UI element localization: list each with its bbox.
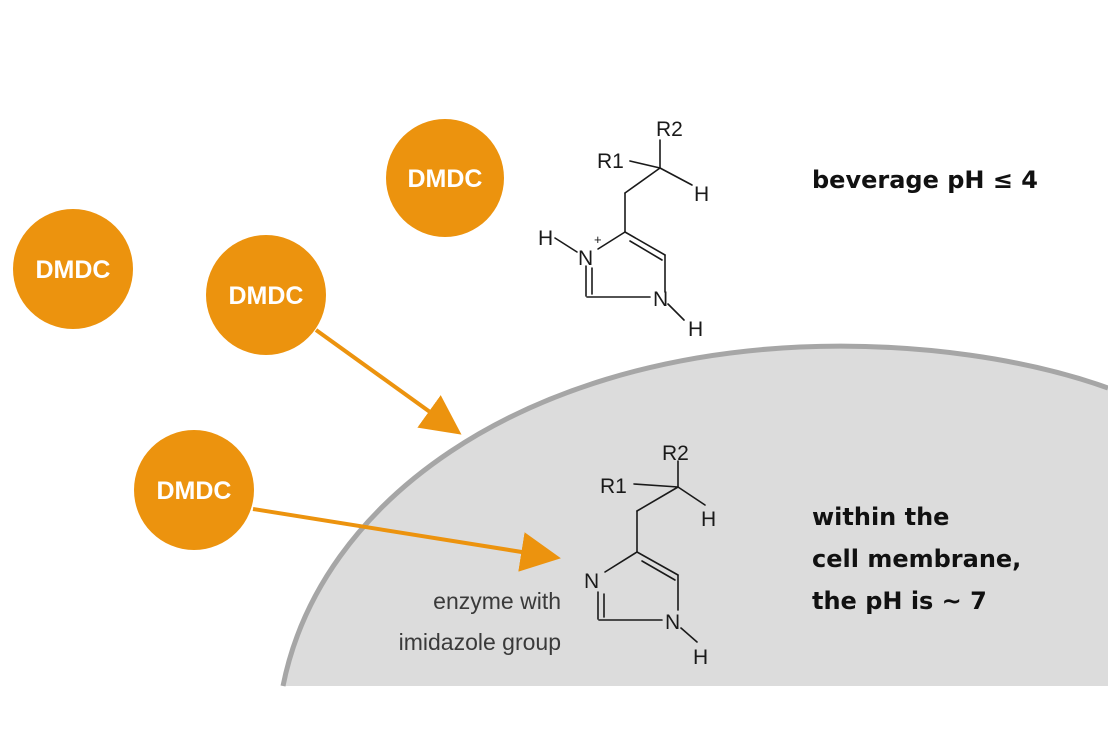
diffusion-arrow-lower [252, 507, 561, 572]
n-plus-atom: N [578, 247, 593, 270]
positive-charge: + [594, 232, 602, 247]
cell-ph-note: within the cell membrane, the pH is ~ 7 [812, 503, 1021, 615]
protonated-imidazole-structure: R2 R1 H H N + N H [538, 118, 709, 341]
dmdc-molecule-2: DMDC [13, 209, 133, 329]
h-atom: H [688, 318, 703, 341]
dmdc-label: DMDC [408, 165, 483, 193]
dmdc-molecule-3: DMDC [206, 235, 326, 355]
dmdc-label: DMDC [229, 282, 304, 310]
dmdc-molecule-4: DMDC [134, 430, 254, 550]
h-atom: H [694, 183, 709, 206]
cell-ph-note-line: the pH is ~ 7 [812, 587, 987, 615]
beverage-ph-note: beverage pH ≤ 4 [812, 166, 1038, 194]
dmdc-molecule-1: DMDC [386, 119, 504, 237]
n-atom: N [584, 570, 599, 593]
h-atom: H [538, 227, 553, 250]
enzyme-label: enzyme with imidazole group [399, 588, 561, 655]
cell-body [283, 346, 1108, 686]
r1-label: R1 [600, 475, 627, 498]
r2-label: R2 [656, 118, 683, 141]
n-atom: N [665, 611, 680, 634]
n-atom: N [653, 288, 668, 311]
neutral-imidazole-structure: R2 R1 H N N H [584, 442, 716, 669]
enzyme-label-line: imidazole group [399, 629, 561, 655]
cell-membrane-outline [280, 343, 1108, 687]
diffusion-arrow-upper [314, 328, 462, 435]
dmdc-label: DMDC [36, 256, 111, 284]
cell-ph-note-line: cell membrane, [812, 545, 1021, 573]
enzyme-label-line: enzyme with [433, 588, 561, 614]
h-atom: H [701, 508, 716, 531]
r1-label: R1 [597, 150, 624, 173]
cell-ph-note-line: within the [812, 503, 949, 531]
r2-label: R2 [662, 442, 689, 465]
dmdc-label: DMDC [157, 477, 232, 505]
h-atom: H [693, 646, 708, 669]
